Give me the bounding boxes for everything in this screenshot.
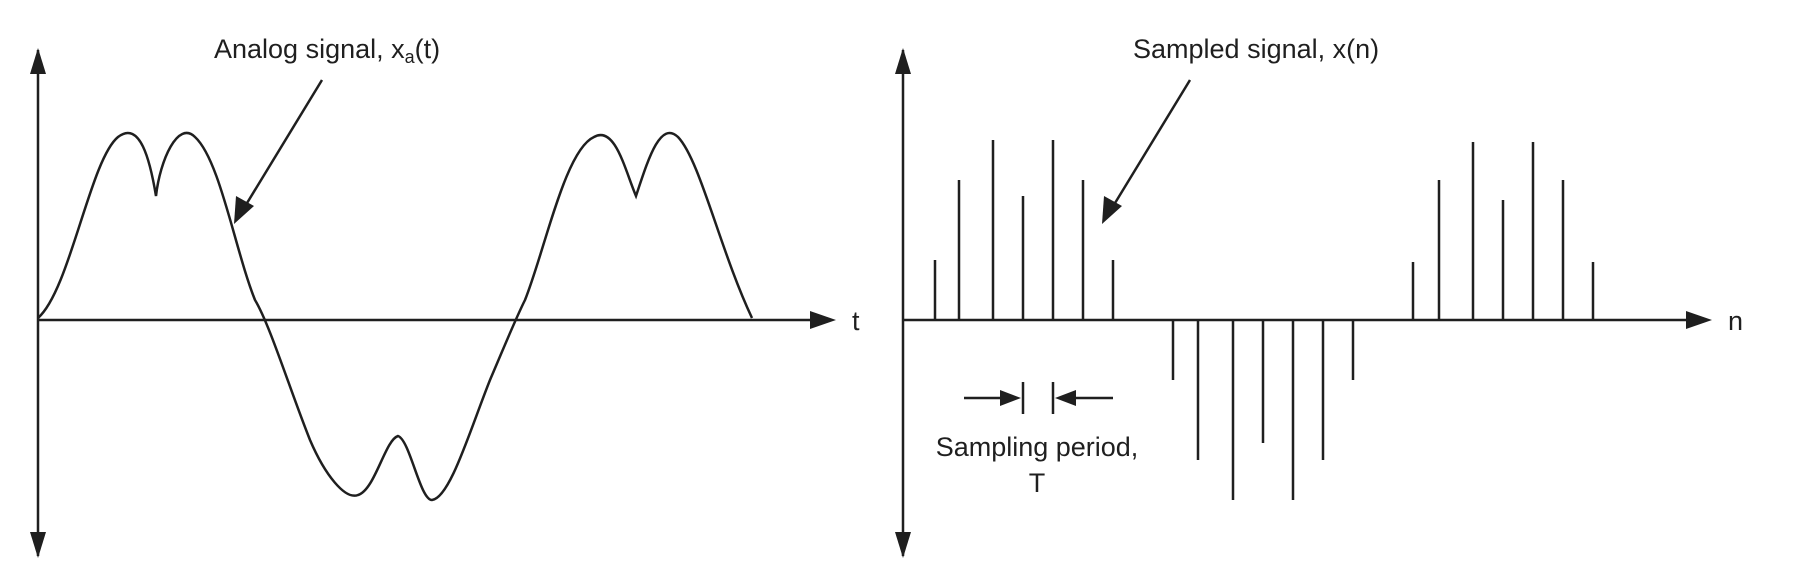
analog-signal-label: Analog signal, xa(t) [214, 34, 440, 67]
sampled-pointer-arrowhead [1102, 196, 1122, 224]
analog-y-axis-arrow-up [30, 48, 46, 74]
analog-t-axis-arrow [810, 311, 836, 329]
sampled-y-axis-arrow-up [895, 48, 911, 74]
analog-y-axis-arrow-down [30, 532, 46, 558]
sampled-pointer-line [1110, 79, 1192, 209]
sampling-period-label-line2: T [1029, 468, 1046, 498]
analog-waveform [37, 131, 754, 502]
sampling-period-indicator [964, 382, 1113, 414]
analog-t-axis-label: t [852, 306, 860, 336]
analog-panel: t Analog signal, xa(t) [30, 34, 860, 558]
sampled-n-axis-label: n [1728, 306, 1743, 336]
period-arrow-right-head [1055, 390, 1076, 406]
sampling-period-label-line1: Sampling period, [936, 432, 1139, 462]
analog-pointer-arrowhead [234, 196, 254, 224]
sample-stems [933, 140, 1595, 500]
sampled-panel: n Sampled s [895, 34, 1743, 558]
analog-pointer-line [242, 79, 324, 209]
sampled-y-axis-arrow-down [895, 532, 911, 558]
sampled-signal-label: Sampled signal, x(n) [1133, 34, 1379, 64]
sampled-n-axis-arrow [1686, 311, 1712, 329]
period-arrow-left-head [1000, 390, 1021, 406]
